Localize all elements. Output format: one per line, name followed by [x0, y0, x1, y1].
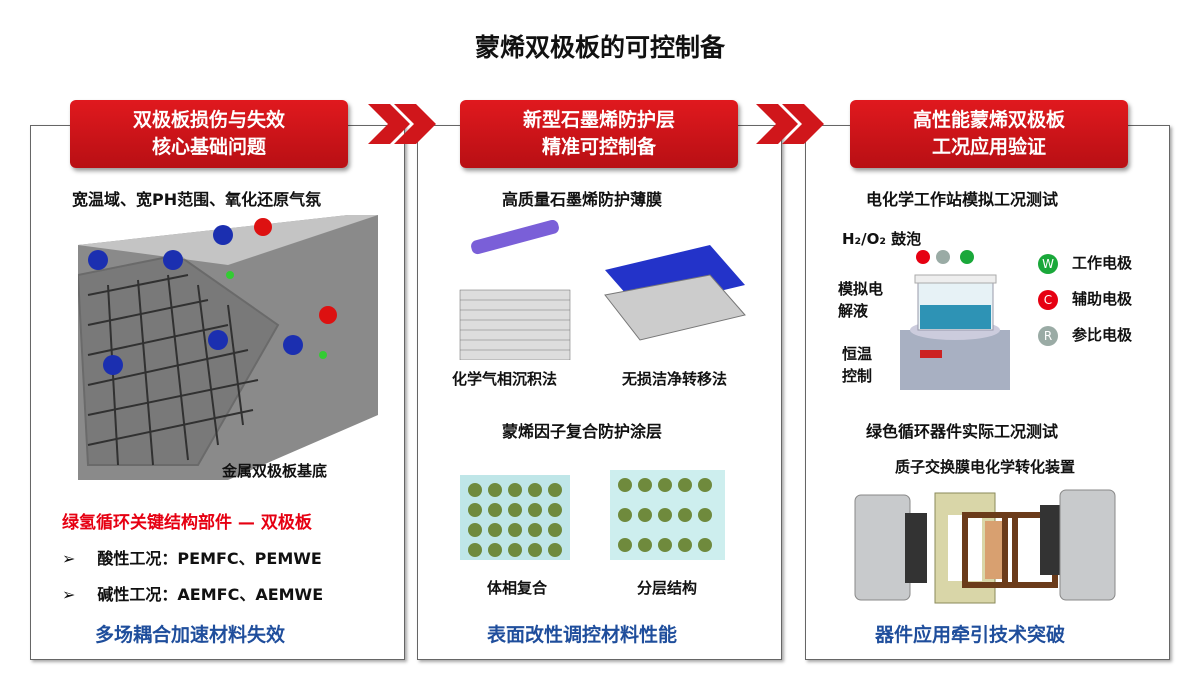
bullet-arrow-icon: ➢	[62, 549, 76, 568]
pem-device-illustration	[854, 489, 1116, 604]
bullet-acid: ➢ 酸性工况：PEMFC、PEMWE	[62, 545, 322, 569]
header-failure: 双极板损伤与失效核心基础问题	[70, 100, 348, 168]
device-name: 质子交换膜电化学转化装置	[895, 458, 1076, 476]
workstation-test-title: 电化学工作站模拟工况测试	[866, 190, 1059, 209]
device-test-title: 绿色循环器件实际工况测试	[866, 422, 1059, 441]
temperature-label: 恒温控制	[842, 345, 873, 385]
bullet-arrow-icon: ➢	[62, 585, 76, 604]
header-line: 新型石墨烯防护层	[522, 109, 675, 131]
panel3-footer: 器件应用牵引技术突破	[875, 624, 1066, 646]
c-icon: C	[1038, 289, 1058, 310]
substrate-label: 金属双极板基底	[222, 462, 328, 480]
chevron-arrow-icon	[756, 104, 824, 144]
method-bulk: 体相复合	[487, 579, 548, 597]
legend-label: 辅助电极	[1072, 290, 1133, 308]
panel-graphene	[417, 125, 782, 660]
legend-label: 工作电极	[1072, 254, 1133, 272]
legend-label: 参比电极	[1072, 326, 1133, 344]
method-transfer: 无损洁净转移法	[622, 370, 728, 388]
header-line: 高性能蒙烯双极板	[912, 109, 1065, 131]
panel1-footer: 多场耦合加速材料失效	[95, 624, 286, 646]
header-line: 工况应用验证	[931, 136, 1046, 158]
panel1-subtitle: 宽温域、宽PH范围、氧化还原气氛	[72, 190, 322, 209]
header-line: 双极板损伤与失效	[132, 109, 285, 131]
page-title: 蒙烯双极板的可控制备	[474, 33, 725, 62]
header-graphene: 新型石墨烯防护层精准可控制备	[460, 100, 738, 168]
method-layered: 分层结构	[637, 579, 698, 597]
bullet-text: 酸性工况：PEMFC、PEMWE	[97, 549, 322, 568]
electrolyte-label: 模拟电解液	[838, 280, 884, 320]
legend-reference-electrode: R 参比电极	[1038, 324, 1132, 346]
bullet-alkaline: ➢ 碱性工况：AEMFC、AEMWE	[62, 581, 323, 605]
w-icon: W	[1038, 253, 1058, 274]
graphene-film-title: 高质量石墨烯防护薄膜	[502, 190, 663, 209]
chevron-arrow-icon	[368, 104, 436, 144]
bullet-text: 碱性工况：AEMFC、AEMWE	[97, 585, 324, 604]
bubbling-label: H₂/O₂ 鼓泡	[842, 230, 922, 248]
header-line: 精准可控制备	[541, 136, 656, 158]
key-component-text: 绿氢循环关键结构部件 — 双极板	[62, 513, 312, 533]
r-icon: R	[1038, 325, 1058, 346]
transfer-illustration	[604, 245, 746, 341]
header-line: 核心基础问题	[151, 136, 266, 158]
legend-counter-electrode: C 辅助电极	[1038, 288, 1132, 310]
method-cvd: 化学气相沉积法	[452, 370, 558, 388]
legend-working-electrode: W 工作电极	[1038, 252, 1132, 274]
cvd-illustration	[459, 220, 571, 360]
graphene-substrate-illustration	[78, 215, 378, 480]
layered-structure-illustration	[610, 470, 725, 560]
header-validation: 高性能蒙烯双极板工况应用验证	[850, 100, 1128, 168]
panel2-footer: 表面改性调控材料性能	[487, 624, 678, 646]
composite-coating-title: 蒙烯因子复合防护涂层	[502, 422, 663, 441]
bulk-composite-illustration	[460, 475, 570, 560]
electrochemical-cell-illustration	[900, 250, 1010, 390]
